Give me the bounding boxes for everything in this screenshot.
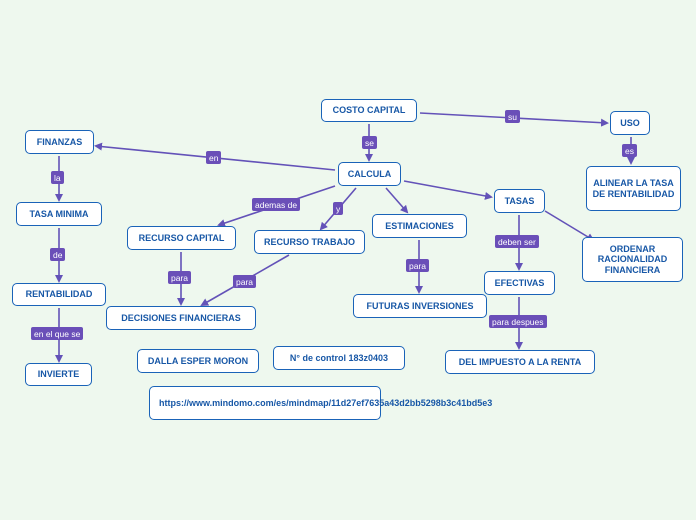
node-tasa-minima[interactable]: TASA MINIMA	[16, 202, 102, 226]
node-invierte[interactable]: INVIERTE	[25, 363, 92, 386]
node-ordenar[interactable]: ORDENAR RACIONALIDAD FINANCIERA	[582, 237, 683, 282]
label-para-estimaciones: para	[406, 259, 430, 272]
label-deben-ser: deben ser	[495, 235, 539, 248]
label-para-despues: para despues	[489, 315, 547, 328]
node-uso[interactable]: USO	[610, 111, 650, 135]
label-ademas-de: ademas de	[252, 198, 301, 211]
label-y: y	[333, 202, 344, 215]
label-para-capital: para	[168, 271, 192, 284]
label-para-trabajo: para	[233, 275, 257, 288]
label-es: es	[622, 144, 637, 157]
node-costo-capital[interactable]: COSTO CAPITAL	[321, 99, 417, 122]
node-futuras-inversiones[interactable]: FUTURAS INVERSIONES	[353, 294, 487, 318]
node-autor[interactable]: DALLA ESPER MORON	[137, 349, 259, 373]
node-del-impuesto[interactable]: DEL IMPUESTO A LA RENTA	[445, 350, 595, 374]
node-alinear[interactable]: ALINEAR LA TASA DE RENTABILIDAD	[586, 166, 681, 211]
node-calcula[interactable]: CALCULA	[338, 162, 401, 186]
label-se: se	[362, 136, 377, 149]
node-finanzas[interactable]: FINANZAS	[25, 130, 94, 154]
edge-calcula-tasas	[403, 180, 493, 200]
edge-tasas-ordenar	[544, 210, 595, 242]
node-efectivas[interactable]: EFECTIVAS	[484, 271, 555, 295]
label-su: su	[505, 110, 520, 123]
edge-calcula-estimaciones	[385, 187, 409, 214]
node-tasas[interactable]: TASAS	[494, 189, 545, 213]
node-estimaciones[interactable]: ESTIMACIONES	[372, 214, 467, 238]
node-rentabilidad[interactable]: RENTABILIDAD	[12, 283, 106, 306]
label-en-el-que-se: en el que se	[31, 327, 84, 340]
node-control[interactable]: N° de control 183z0403	[273, 346, 405, 370]
label-de: de	[50, 248, 66, 261]
label-la: la	[51, 171, 64, 184]
node-decisiones-financieras[interactable]: DECISIONES FINANCIERAS	[106, 306, 256, 330]
label-en: en	[206, 151, 222, 164]
node-recurso-trabajo[interactable]: RECURSO TRABAJO	[254, 230, 365, 254]
node-recurso-capital[interactable]: RECURSO CAPITAL	[127, 226, 236, 250]
node-url-link[interactable]: https://www.mindomo.com/es/mindmap/11d27…	[149, 386, 492, 420]
